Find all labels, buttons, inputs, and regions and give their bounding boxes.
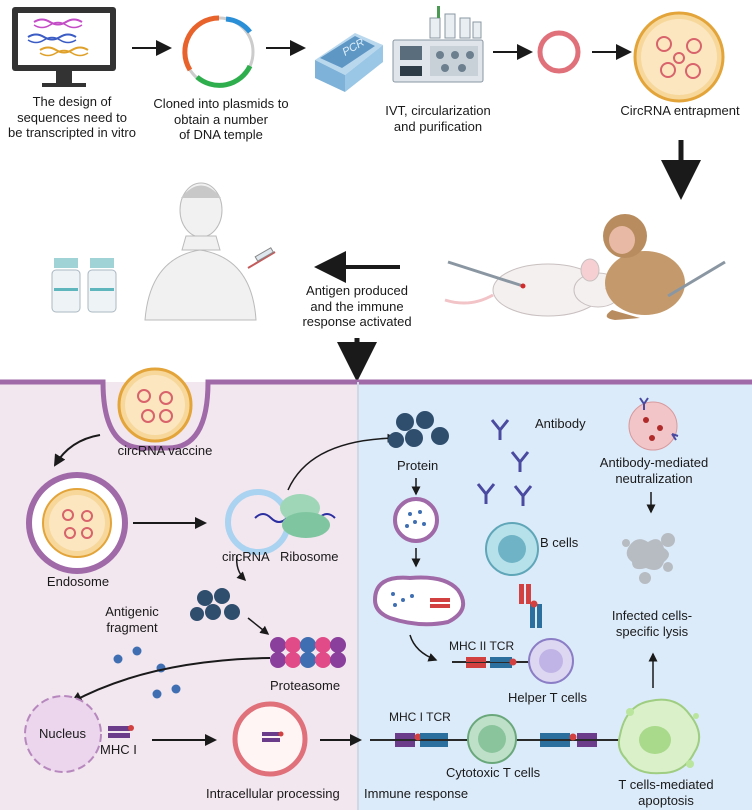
nucleus-label: Nucleus [39, 726, 86, 741]
lnp-nanoparticle-icon [633, 11, 725, 103]
step1-label: The design of sequences need to be trans… [8, 94, 136, 141]
human-torso-icon [144, 182, 276, 321]
antibody-label: Antibody [535, 416, 586, 431]
infected-cell-debris-icon [622, 533, 675, 584]
virus-neutralization-icon [628, 397, 679, 451]
mouse-icon [444, 258, 623, 317]
antigenic-fragment-label: Antigenic fragment [105, 604, 159, 635]
step3-label: IVT, circularization and purification [385, 103, 491, 134]
vaccine-vials-icon [51, 258, 117, 313]
circrna-label: circRNA [222, 549, 270, 564]
lab-instrument-icon [392, 6, 484, 83]
neutralization-label: Antibody-mediated neutralization [599, 455, 709, 486]
bcr-tcr-link [519, 584, 542, 628]
antigen-fragment-dots [113, 646, 181, 699]
mhc-ii-tcr-label: MHC II TCR [449, 639, 515, 653]
protein-vesicle-icon [393, 497, 439, 543]
nucleus-icon [24, 695, 102, 773]
vaccine-particle-icon [117, 367, 193, 443]
helper-t-label: Helper T cells [508, 690, 587, 705]
endosome-label: Endosome [46, 574, 110, 589]
antibody-icons [476, 419, 533, 506]
monkey-icon [603, 214, 726, 320]
mhc-i-tcr-label: MHC I TCR [389, 710, 451, 724]
apoptosis-label: T cells-mediated apoptosis [618, 777, 714, 808]
mhc-vesicle-icon [372, 575, 466, 627]
cytotoxic-t-label: Cytotoxic T cells [446, 765, 541, 780]
proteasome-label: Proteasome [270, 678, 341, 693]
step4-label: CircRNA entrapment [620, 103, 740, 118]
b-cells-label: B cells [540, 535, 579, 550]
circrna-ring-icon [537, 30, 581, 74]
infected-lysis-label: Infected cells- specific lysis [611, 608, 693, 639]
proteasome-icon [270, 637, 346, 668]
protein-cluster-icon [388, 411, 449, 448]
antigenic-protein-cluster-icon [190, 588, 240, 621]
mhc-i-label: MHC I [100, 742, 137, 757]
endosome-icon [26, 472, 128, 574]
intracellular-label: Intracellular processing [206, 786, 340, 801]
intracellular-vesicle-icon [232, 701, 308, 777]
mhc-i-icon [108, 725, 134, 738]
ribosome-label: Ribosome [280, 549, 339, 564]
protein-label: Protein [397, 458, 439, 473]
apoptotic-cell-icon [617, 698, 701, 775]
immune-response-label: Immune response [364, 786, 469, 801]
mhc-ii-tcr-complex [452, 657, 540, 668]
plasmid-icon [182, 15, 255, 88]
vaccine-label: circRNA vaccine [117, 443, 213, 458]
step2-label: Cloned into plasmids to obtain a number … [153, 96, 289, 143]
pcr-machine-icon [315, 33, 383, 92]
cell-membrane [0, 379, 752, 451]
antigen-response-label: Antigen produced and the immune response… [302, 283, 412, 330]
circrna-ribosome-icon [225, 489, 336, 555]
computer-monitor-icon [12, 7, 116, 87]
